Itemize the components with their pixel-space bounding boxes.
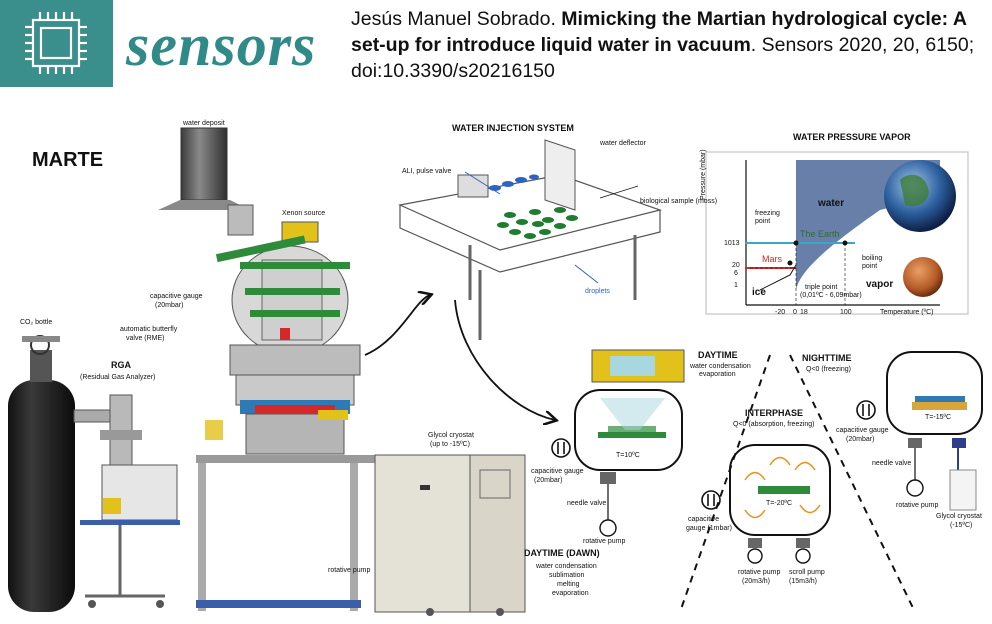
chip-icon bbox=[25, 12, 87, 74]
glycol-cryostat-unit bbox=[374, 454, 526, 616]
inter-cap-gauge: capacitive bbox=[688, 516, 720, 523]
nighttime-title: NIGHTTIME bbox=[802, 353, 852, 363]
night-glycol-label: Glycol cryostat bbox=[936, 513, 982, 520]
interphase-chamber bbox=[701, 444, 831, 564]
temp-night: T=-15ºC bbox=[925, 414, 952, 421]
x-tick-minus20: -20 bbox=[775, 309, 786, 316]
divider-left bbox=[679, 354, 771, 613]
night-glycol-temp: (-15ºC) bbox=[950, 522, 973, 529]
marte-chamber bbox=[158, 127, 376, 611]
citation-author: Jesús Manuel Sobrado. bbox=[351, 8, 562, 30]
rga-unit bbox=[73, 394, 180, 608]
citation: Jesús Manuel Sobrado. Mimicking the Mart… bbox=[351, 6, 981, 84]
interphase-title: INTERPHASE bbox=[745, 408, 804, 418]
droplets-label: droplets bbox=[585, 288, 610, 295]
night-needle-valve: needle valve bbox=[872, 460, 912, 467]
night-chamber bbox=[856, 351, 983, 511]
dawn-sub-4: evaporation bbox=[552, 590, 589, 597]
journal-name: sensors bbox=[126, 12, 317, 78]
y-tick-6: 6 bbox=[734, 270, 738, 277]
butterfly-valve-label-2: valve (RME) bbox=[126, 335, 165, 342]
rotative-pump-label: rotative pump bbox=[328, 567, 371, 574]
chart-x-label: Temperature (ºC) bbox=[880, 309, 934, 316]
rga-full-label: (Residual Gas Analyzer) bbox=[80, 374, 156, 381]
y-tick-1013: 1013 bbox=[724, 240, 740, 247]
glycol-cryostat-label: Glycol cryostat bbox=[428, 432, 474, 439]
scroll-pump-label: scroll pump bbox=[789, 569, 825, 576]
dawn-sub-3: melting bbox=[557, 581, 580, 588]
freezing-label-2: point bbox=[755, 218, 771, 225]
scroll-pump-rate: (15m3/h) bbox=[789, 578, 818, 585]
boiling-label: boiling bbox=[862, 255, 883, 262]
y-tick-20: 20 bbox=[732, 262, 740, 269]
divider-right bbox=[789, 354, 916, 613]
boiling-label-2: point bbox=[862, 263, 878, 270]
xenon-source-label: Xenon source bbox=[282, 210, 326, 217]
rga-label: RGA bbox=[111, 360, 131, 370]
triple-label: triple point bbox=[805, 284, 838, 291]
nighttime-sub: Q<0 (freezing) bbox=[806, 366, 851, 373]
daytime-sub: water condensation bbox=[690, 363, 751, 370]
temp-interphase: T=-20ºC bbox=[766, 500, 793, 507]
daytime-title: DAYTIME bbox=[698, 350, 738, 360]
dawn-rotative-pump: rotative pump bbox=[583, 538, 626, 545]
dawn-sub-2: sublimation bbox=[549, 572, 585, 579]
earth-line-label: The Earth bbox=[800, 229, 840, 239]
citation-title: Mimicking the Martian hydrological cycle… bbox=[351, 8, 967, 56]
x-tick-0: 0 bbox=[793, 309, 797, 316]
capacitive-gauge-range: (20mbar) bbox=[155, 302, 184, 309]
triple-label-2: (0,01ºC - 6,09mbar) bbox=[800, 292, 862, 299]
pulse-valve-label: ALI, pulse valve bbox=[402, 168, 452, 175]
co2-bottle-label: CO₂ bottle bbox=[20, 319, 53, 326]
dawn-sub-1: water condensation bbox=[536, 563, 597, 570]
water-deflector-label: water deflector bbox=[600, 140, 646, 147]
night-cap-range: (20mbar) bbox=[846, 436, 875, 443]
y-tick-1: 1 bbox=[734, 282, 738, 289]
butterfly-valve-label: automatic butterfly bbox=[120, 326, 178, 333]
region-water-label: water bbox=[818, 198, 845, 209]
region-ice-label: ice bbox=[752, 287, 766, 298]
pressure-chart bbox=[705, 151, 969, 315]
x-tick-18: 18 bbox=[800, 309, 808, 316]
mars-line-label: Mars bbox=[762, 254, 782, 264]
injection-title: WATER INJECTION SYSTEM bbox=[452, 123, 574, 133]
citation-reference: . Sensors 2020, 20, 6150; doi:10.3390/s2… bbox=[351, 34, 975, 82]
temp-dawn: T=10ºC bbox=[616, 452, 640, 459]
chart-title: WATER PRESSURE VAPOR bbox=[793, 132, 911, 142]
freezing-label: freezing bbox=[755, 210, 780, 217]
dawn-cap-range: (20mbar) bbox=[534, 477, 563, 484]
sample-label: biological sample (moss) bbox=[640, 198, 718, 205]
water-deposit-label: water deposit bbox=[183, 120, 225, 127]
dawn-chamber bbox=[551, 349, 685, 537]
capacitive-gauge-label: capacitive gauge bbox=[150, 293, 203, 300]
region-vapor-label: vapor bbox=[866, 279, 894, 290]
dawn-title: DAYTIME (DAWN) bbox=[524, 548, 600, 558]
arrow-to-injection bbox=[364, 295, 430, 356]
dawn-cap-gauge: capacitive gauge bbox=[531, 468, 584, 475]
night-rotative-pump: rotative pump bbox=[896, 502, 939, 509]
x-tick-100: 100 bbox=[840, 309, 852, 316]
co2-bottle bbox=[8, 335, 75, 612]
journal-logo bbox=[0, 0, 113, 87]
daytime-sub-2: evaporation bbox=[699, 371, 736, 378]
injection-assembly bbox=[398, 139, 663, 340]
dawn-needle-valve: needle valve bbox=[567, 500, 607, 507]
inter-rotative-rate: (20m3/h) bbox=[742, 578, 771, 585]
chart-y-label: Pressure (mbar) bbox=[700, 149, 707, 200]
glycol-cryostat-range: (up to -15ºC) bbox=[430, 441, 470, 448]
arrow-to-cycle bbox=[454, 299, 555, 420]
interphase-sub: Q<0 (absorption, freezing) bbox=[733, 421, 815, 428]
inter-cap-range: gauge (1mbar) bbox=[686, 525, 732, 532]
inter-rotative-pump: rotative pump bbox=[738, 569, 781, 576]
marte-label: MARTE bbox=[32, 149, 104, 171]
night-cap-gauge: capacitive gauge bbox=[836, 427, 889, 434]
